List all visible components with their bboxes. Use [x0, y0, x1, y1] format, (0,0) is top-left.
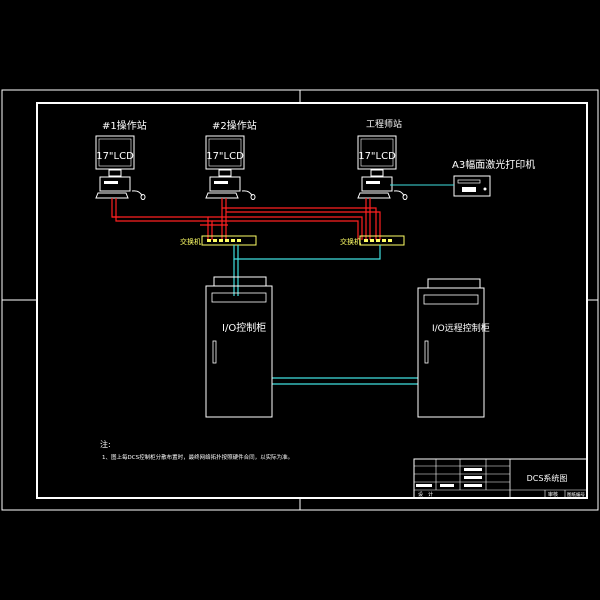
station-1-host — [99, 176, 131, 192]
title-cell-1: 设 — [418, 491, 423, 498]
station-2-host — [209, 176, 241, 192]
engineer-station-name: 工程师站 — [366, 118, 402, 130]
cabinet-2-label: I/O远程控制柜 — [432, 322, 490, 334]
engineer-station: 工程师站 17"LCD — [357, 118, 408, 200]
station-2-monitor — [205, 135, 245, 170]
cabinet-1-label: I/O控制柜 — [222, 321, 266, 334]
cabinet-2-body — [417, 287, 485, 418]
engineer-station-mouse — [402, 194, 408, 200]
engineer-station-monitor — [357, 135, 397, 170]
cabinet-2-handle — [424, 340, 429, 364]
station-2-monitor-label: 17"LCD — [206, 151, 244, 162]
title-cell-4: 图纸编号 — [567, 491, 585, 498]
cabinet-1-body — [205, 285, 273, 418]
workstation-2: #2操作站 17"LCD — [205, 119, 257, 200]
station-1-monitor-label: 17"LCD — [96, 151, 134, 162]
switch-1-body — [201, 235, 257, 246]
station-1-name: #1操作站 — [102, 119, 147, 132]
title-block: DCS系统图 设 计 审核 图纸编号 — [413, 458, 588, 499]
station-2-name: #2操作站 — [212, 119, 257, 132]
switch-2: 交换机 — [340, 235, 405, 246]
network-cables-cyan — [233, 245, 418, 385]
switch-1: 交换机 — [180, 235, 257, 246]
station-1-keyboard — [95, 192, 129, 199]
station-2-keyboard — [205, 192, 239, 199]
laser-printer: A3幅面激光打印机 — [452, 158, 535, 197]
outer-sheet-border — [1, 89, 599, 511]
network-cables-red — [111, 198, 381, 240]
engineer-station-keyboard — [357, 192, 391, 199]
switch-1-label: 交换机 — [180, 237, 201, 246]
station-1-mouse — [140, 194, 146, 200]
cabinet-1-handle — [212, 340, 217, 364]
notes-line-1: 1、图上每DCS控制柜分散布置时，最终网络拓扑按照硬件合同，以实际为准。 — [102, 453, 293, 461]
io-cabinet-remote: I/O远程控制柜 — [417, 278, 490, 418]
title-cell-2: 计 — [428, 491, 433, 498]
workstation-1: #1操作站 17"LCD — [95, 119, 147, 200]
title-cell-3: 审核 — [548, 491, 558, 498]
printer-body — [453, 175, 491, 197]
io-cabinet-local: I/O控制柜 — [205, 276, 273, 418]
notes-heading: 注: — [100, 439, 111, 449]
engineer-station-monitor-label: 17"LCD — [358, 151, 396, 162]
station-2-mouse — [250, 194, 256, 200]
switch-2-body — [359, 235, 405, 246]
switch-2-label: 交换机 — [340, 237, 361, 246]
station-1-monitor — [95, 135, 135, 170]
drawing-title: DCS系统图 — [527, 473, 568, 483]
engineer-station-host — [361, 176, 393, 192]
printer-label: A3幅面激光打印机 — [452, 158, 535, 171]
